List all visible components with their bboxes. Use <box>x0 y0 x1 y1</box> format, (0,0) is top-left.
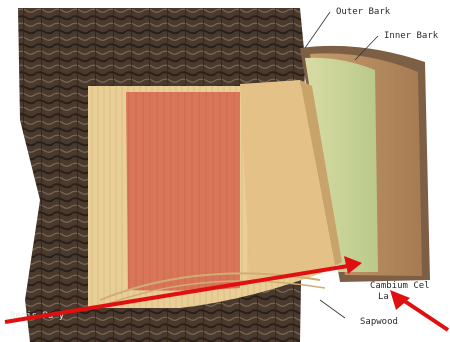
sapwood-leader <box>320 300 345 318</box>
inner-bark-label: Inner Bark <box>384 31 439 41</box>
outer-bark-label: Outer Bark <box>336 7 391 17</box>
arrow-right-head <box>390 290 410 310</box>
heartwood-section <box>126 92 240 291</box>
cambium-label: Cambium Cel <box>370 281 430 291</box>
cambium-label-line2: La <box>378 292 389 302</box>
arrow-right-to-cambium <box>400 298 448 330</box>
outer-bark-leader <box>305 12 330 48</box>
sapwood-label: Sapwood <box>360 317 398 327</box>
